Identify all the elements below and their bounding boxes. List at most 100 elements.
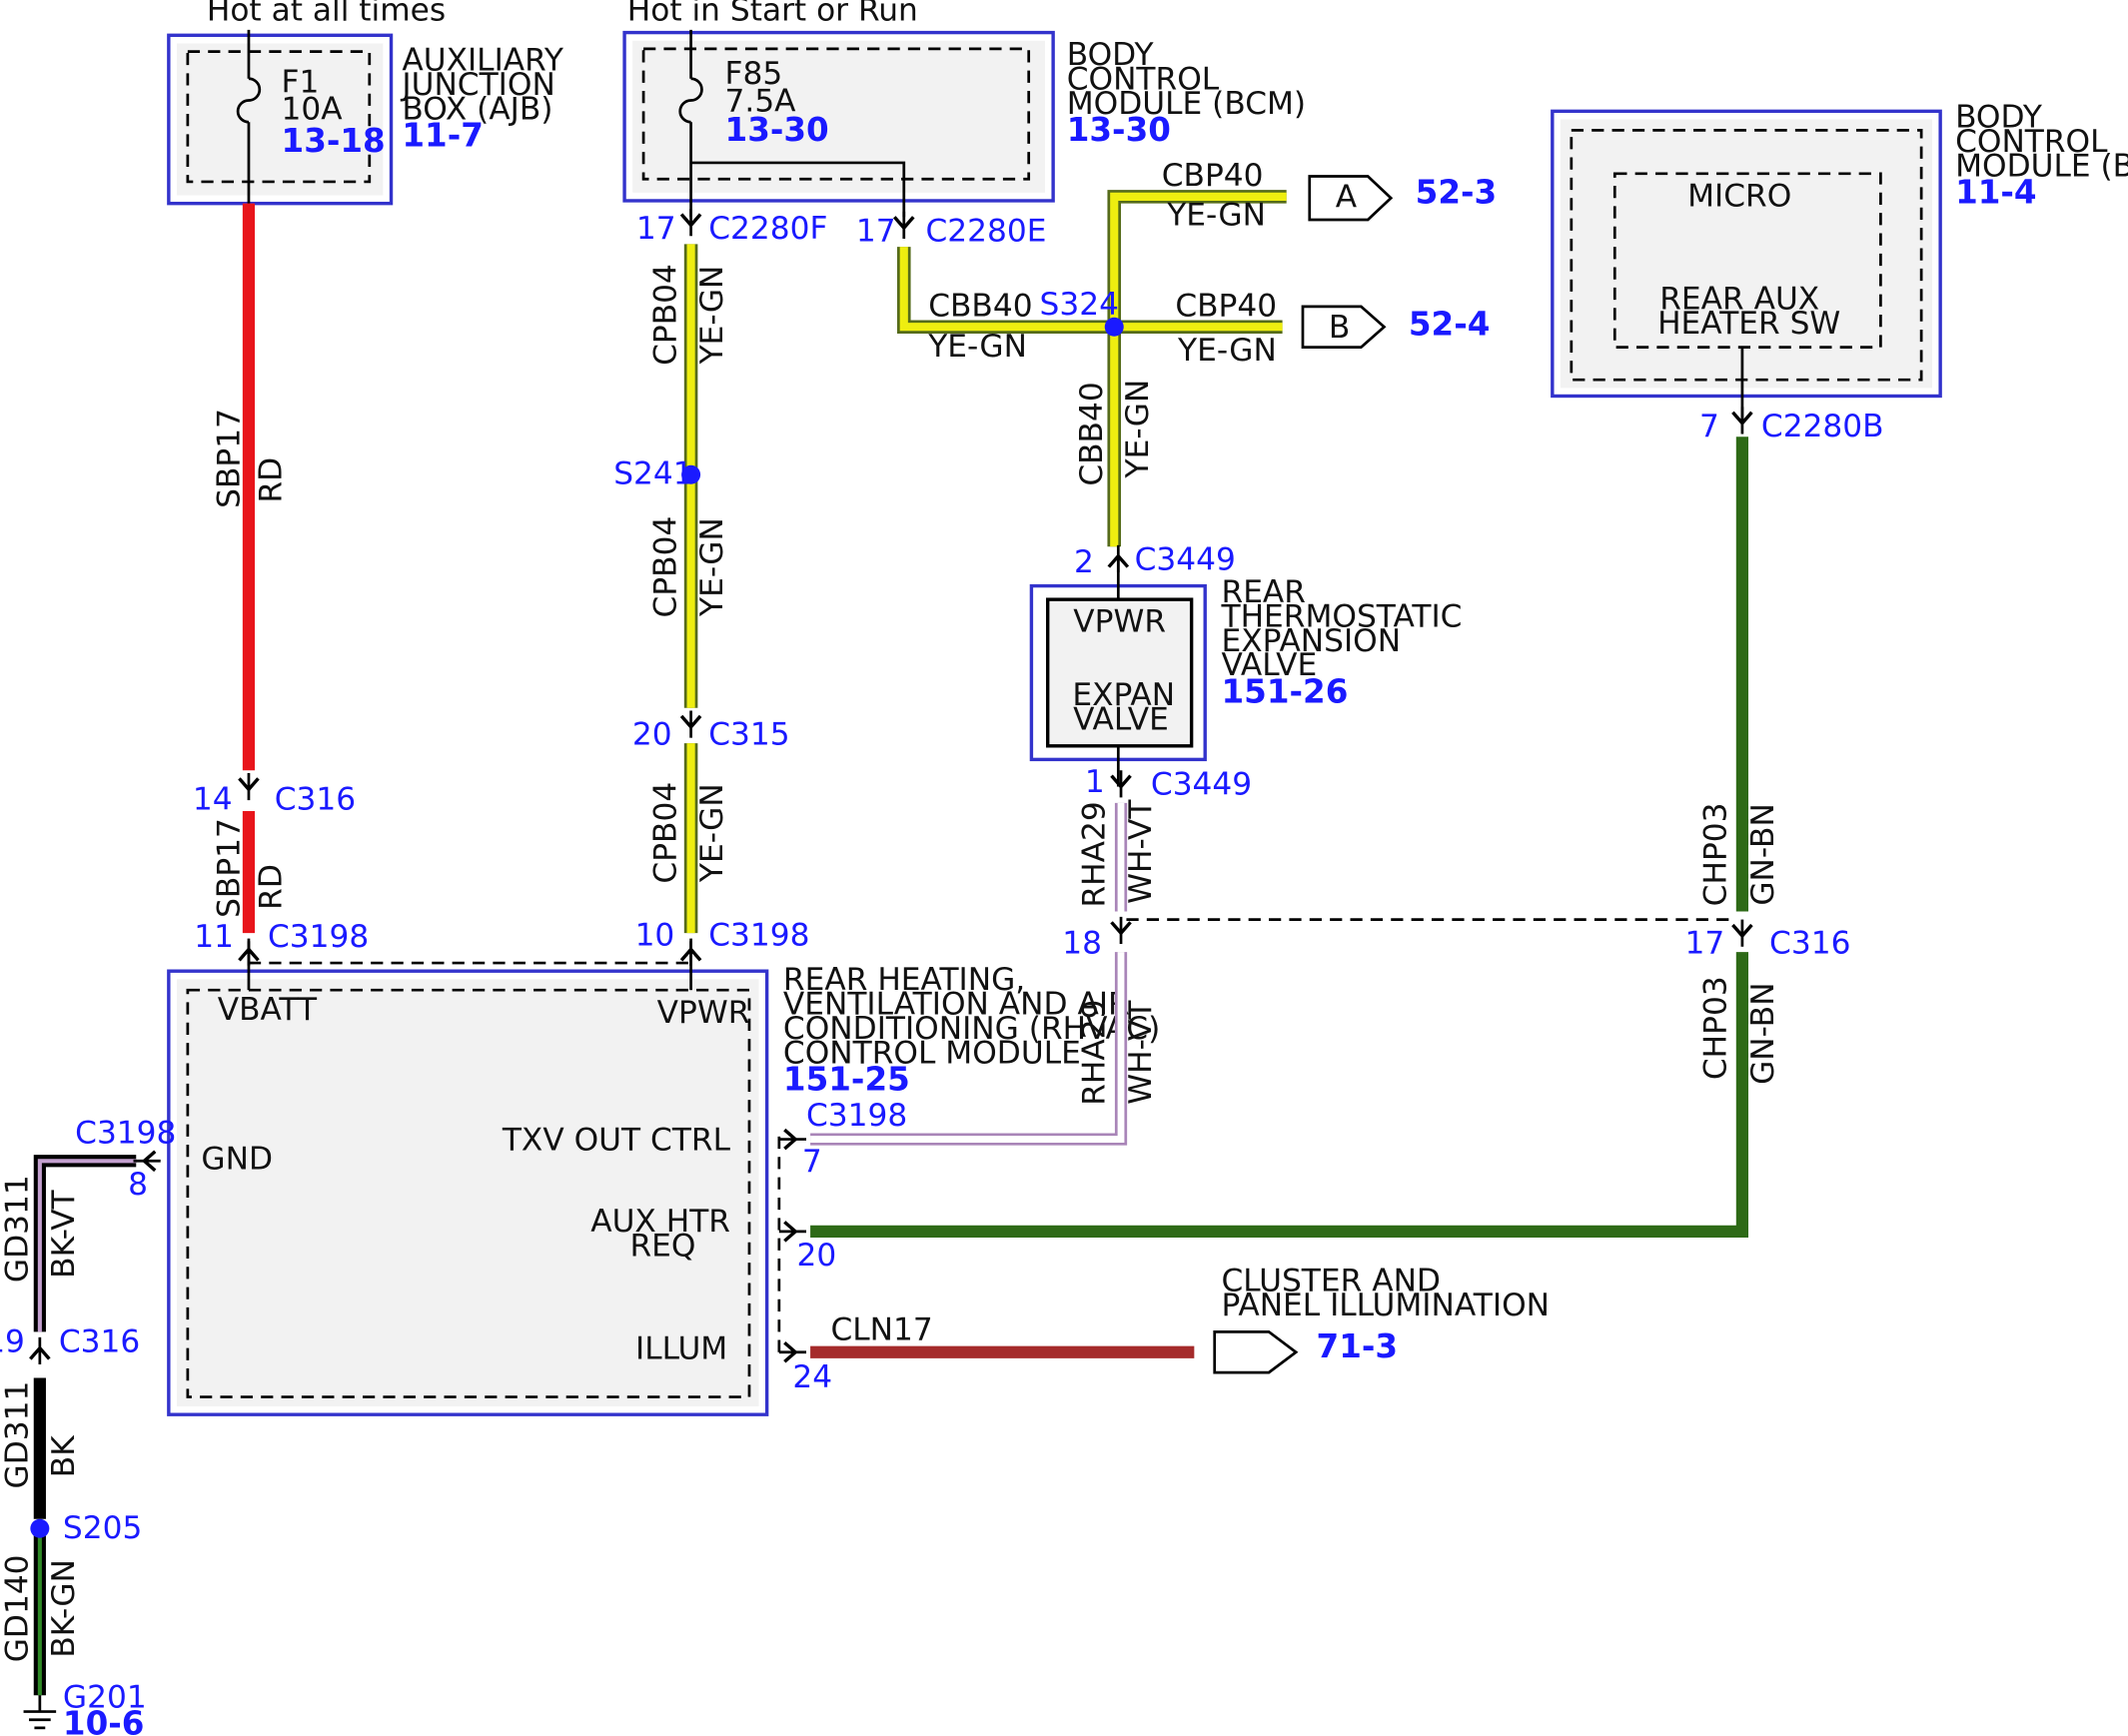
wire-chp03-2-color: GN-BN [1745,982,1781,1084]
txv-name-3: EXPANSION [1222,623,1402,659]
connector-arrows [29,209,1753,1364]
bcm-micro-box: MICRO REAR AUX HEATER SW [1551,109,1942,424]
micro-switch-2: HEATER SW [1657,306,1840,342]
c3198-txv-name: C3198 [806,1098,907,1134]
wire-cpb04-1-color: YE-GN [694,266,730,366]
wire-sbp17-bot-circuit: SBP17 [211,818,247,918]
c315-pin: 20 [632,716,672,752]
c316-gnd-pin: 19 [0,1324,25,1360]
c315-name: C315 [708,716,789,752]
flag-a-ref[interactable]: 52-3 [1416,174,1498,212]
c3449-bot-name: C3449 [1151,767,1252,803]
txv-body-2: VALVE [1073,702,1169,738]
ground-symbol [23,1695,57,1730]
rhvac-module: VBATT VPWR GND TXV OUT CTRL AUX HTR REQ … [167,941,769,1416]
rhvac-name-4: CONTROL MODULE [783,1036,1081,1072]
c3198-a-name: C3198 [268,919,369,955]
wire-gd311-2-color: BK [46,1434,82,1477]
wire-chp03-1-circuit: CHP03 [1698,803,1734,907]
micro-switch-1: REAR AUX [1659,282,1819,318]
ajb-name-3: BOX (AJB) [402,91,552,127]
flag-cluster-ref[interactable]: 71-3 [1317,1327,1399,1365]
c3449-top-name: C3449 [1135,541,1236,577]
wire-cbb40-vertical-stripe [1110,192,1287,547]
rhvac-ref: 151-25 [783,1061,910,1099]
wire-cbb40-horizontal-stripe [899,247,1283,332]
ajb-name-2: JUNCTION [400,67,554,103]
wire-gd311-1-circuit: GD311 [0,1175,36,1283]
wires [33,190,1749,1696]
micro-label: MICRO [1687,178,1791,214]
rhvac-name-3: CONDITIONING (RHVAC) [783,1011,1160,1047]
c2280b-pin: 7 [1699,409,1719,444]
txv-name-4: VALVE [1222,647,1318,683]
bcm-name-2: CONTROL [1067,62,1220,98]
wire-gd311-upper-stripe [37,1159,137,1332]
c3198-b-pin: 10 [635,917,675,953]
wire-chp03-2-circuit: CHP03 [1698,976,1734,1080]
bcm2-name-1: BODY [1955,100,2043,136]
txv-ref: 151-26 [1222,672,1349,710]
wire-cpb04-3-color: YE-GN [694,783,730,883]
rhvac-name-1: REAR HEATING, [783,962,1025,998]
wire-cbp40-b-circuit: CBP40 [1175,288,1277,324]
c2280e-name: C2280E [926,214,1047,250]
wire-cln17-circuit: CLN17 [830,1312,932,1348]
c316-c-name: C316 [1769,926,1850,962]
wire-cpb04-2-color: YE-GN [694,517,730,617]
bcm2-name-3: MODULE (BCM) [1955,149,2128,185]
ajb-fuse-ref: 13-18 [282,122,386,160]
c3198-txv-pin: 7 [802,1144,822,1180]
c2280b-name: C2280B [1761,409,1884,444]
wire-sbp17-top-circuit: SBP17 [211,409,247,508]
c316-b-pin: 18 [1062,926,1102,962]
bcm-name-3: MODULE (BCM) [1067,86,1306,122]
txv-name-1: REAR [1222,574,1306,610]
splice-s241-dot [681,464,701,484]
ajb-name-1: AUXILIARY [402,43,563,79]
rhvac-pin-gnd: GND [201,1141,273,1177]
rhvac-pin-txv: TXV OUT CTRL [502,1122,731,1158]
c3449-bot-pin: 1 [1085,764,1105,800]
rhvac-pin-illum: ILLUM [635,1331,727,1367]
flag-b-letter: B [1329,310,1350,346]
rhvac-pin-aux-2: REQ [630,1228,696,1264]
flag-a[interactable]: A [1308,175,1394,222]
wire-rha29-1-color: WH-VT [1123,799,1159,904]
wire-gd140-color: BK-GN [46,1559,82,1658]
bcm-fuse-box: F85 7.5A 13-30 [622,29,1055,218]
wire-rha29-2-color: WH-VT [1123,1000,1159,1105]
rhvac-name-2: VENTILATION AND AIR [783,987,1130,1023]
bcm-fuse: F85 [725,56,783,92]
header-hot-all-times: Hot at all times [207,0,446,28]
ground-ref: 10-6 [63,1705,145,1736]
c316-c-pin: 17 [1685,926,1725,962]
wire-cbb40-h-color: YE-GN [927,329,1027,365]
wire-cbp40-b-color: YE-GN [1177,333,1277,369]
txv-body-1: EXPAN [1072,677,1175,713]
wire-cbb40-h-circuit: CBB40 [928,288,1032,324]
ground-name: G201 [63,1679,147,1715]
flag-b-ref[interactable]: 52-4 [1409,305,1491,343]
flag-a-letter: A [1336,180,1358,216]
flag-cluster-text-2: PANEL ILLUMINATION [1222,1288,1551,1323]
ajb-ref: 11-7 [402,117,484,155]
wire-chp03-1-color: GN-BN [1745,803,1781,905]
wire-cbp40-a-circuit: CBP40 [1162,158,1264,194]
bcm-ref: 13-30 [1067,111,1171,149]
flag-b[interactable]: B [1301,305,1387,349]
bcm-name-1: BODY [1067,37,1155,73]
txv-vpwr: VPWR [1073,604,1166,640]
c3198-a-pin: 11 [194,919,234,955]
bcm2-name-2: CONTROL [1955,124,2108,160]
ajb-box: F1 10A 13-18 [167,29,394,206]
wire-chp03-lower [810,952,1749,1239]
wire-rha29-1-circuit: RHA29 [1077,801,1113,907]
flag-cluster[interactable] [1213,1330,1299,1374]
splice-s205-dot [30,1518,50,1538]
wire-cbp40-a-color: YE-GN [1166,197,1266,233]
txv-box: VPWR EXPAN VALVE [1029,558,1207,787]
wire-cbb40-vertical [1107,190,1287,547]
wire-gd311-2-circuit: GD311 [0,1381,36,1489]
